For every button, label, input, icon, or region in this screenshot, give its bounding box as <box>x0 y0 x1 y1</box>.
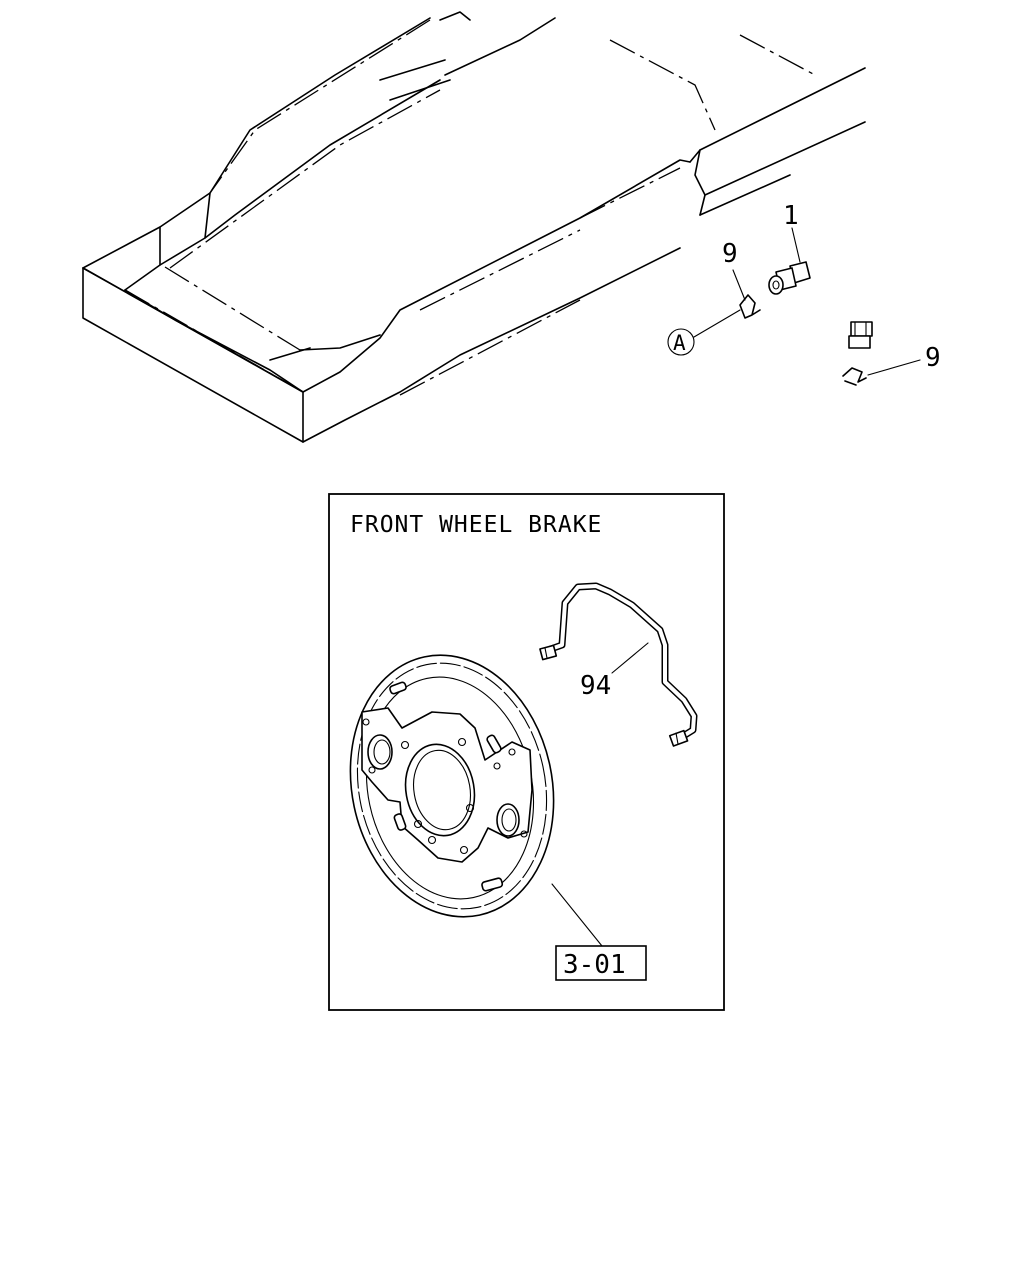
callout-part-94: 94 <box>580 671 611 701</box>
backing-plate-slot-left <box>393 813 407 831</box>
frame-phantom-line-2 <box>164 266 301 351</box>
backing-plate-bolt-holes <box>362 718 528 855</box>
backing-plate-slot-top <box>389 681 407 695</box>
callout-ref-a-text: A <box>673 331 686 355</box>
frame-phantom-line-6 <box>739 34 816 76</box>
chassis-frame <box>82 11 866 443</box>
inset-front-wheel-brake: FRONT WHEEL BRAKE 94 <box>328 493 725 1011</box>
leader-part-9-upper <box>732 269 746 301</box>
callout-part-9-lower: 9 <box>925 343 941 373</box>
frame-phantom-line-3 <box>169 89 441 269</box>
brake-pipe-nut-upper <box>539 644 558 661</box>
callout-ref-a: A <box>667 328 695 356</box>
brake-backing-plate <box>349 654 555 918</box>
hose-clip-upper <box>739 294 761 319</box>
backing-plate-center-bore <box>404 743 476 837</box>
brake-hose-tube <box>799 258 868 329</box>
frame-inner-rail <box>269 59 451 361</box>
leader-part-94 <box>611 642 649 674</box>
frame-phantom-line-7 <box>579 167 681 219</box>
frame-crossmember-front <box>82 159 691 393</box>
leader-part-1 <box>791 227 801 263</box>
frame-phantom-line-5 <box>609 39 716 131</box>
frame-rail-cut-line <box>689 149 706 216</box>
leader-part-9-lower <box>867 359 921 376</box>
frame-phantom-line-8 <box>419 229 581 311</box>
leader-ref-3-01 <box>551 883 603 947</box>
frame-crossmember-lower <box>302 247 681 443</box>
callout-ref-3-01-text: 3-01 <box>563 950 626 980</box>
brake-pipe-nut-lower <box>668 729 689 747</box>
inset-title: FRONT WHEEL BRAKE <box>350 512 602 538</box>
frame-rail-top-edge <box>82 17 431 269</box>
callout-part-1: 1 <box>783 201 799 231</box>
brake-hose-fitting-left <box>768 261 811 295</box>
brake-hose <box>768 257 873 349</box>
frame-rail-step <box>159 192 381 351</box>
backing-plate-slot-bottom <box>481 877 504 892</box>
frame-rail-far-section <box>699 67 866 216</box>
hose-clip-lower <box>842 367 867 386</box>
frame-rail-front-face <box>82 267 304 443</box>
backing-plate-slot-right <box>486 734 502 754</box>
backing-plate-hole-right <box>496 803 520 837</box>
frame-phantom-line-1 <box>124 289 304 393</box>
leader-ref-a <box>693 309 741 338</box>
frame-phantom-line-9 <box>399 299 581 396</box>
callout-ref-3-01: 3-01 <box>555 945 647 981</box>
frame-phantom-line-4 <box>209 19 431 194</box>
frame-rail-inner-edge <box>124 79 441 291</box>
frame-corner-detail <box>124 289 304 393</box>
brake-hose-fitting-bottom <box>848 321 873 349</box>
backing-plate-hole-left <box>367 734 393 770</box>
frame-rail-far-top <box>439 11 556 76</box>
brake-pipe <box>539 582 698 747</box>
callout-part-9-upper: 9 <box>722 239 738 269</box>
